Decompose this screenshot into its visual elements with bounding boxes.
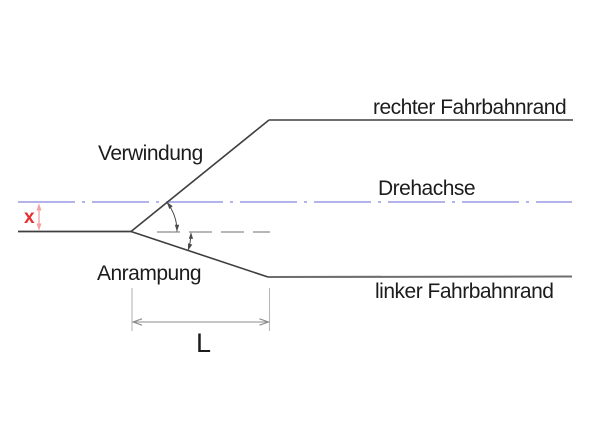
- x-height-label: x: [24, 207, 35, 228]
- dimension-arrowhead-left: [131, 318, 143, 326]
- angle-arc-large-top-arrowhead: [166, 201, 173, 209]
- rechter-fahrbahnrand-label: rechter Fahrbahnrand: [373, 96, 566, 119]
- angle-arc-small-bottom-arrowhead: [187, 243, 193, 251]
- linker-fahrbahnrand-line: [267, 275, 573, 278]
- angle-arc-large-bottom-arrowhead: [174, 224, 180, 232]
- verwindung-diagonal-line: [130, 119, 270, 233]
- drehachse-label: Drehachse: [378, 177, 475, 200]
- x-extent-arrow-top-arrowhead: [36, 203, 42, 211]
- length-L-label: L: [196, 328, 211, 358]
- angle-arc-small-top-arrowhead: [188, 232, 194, 239]
- dimension-arrowhead-right: [259, 318, 271, 326]
- anrampung-label: Anrampung: [97, 262, 201, 285]
- linker-fahrbahnrand-label: linker Fahrbahnrand: [375, 280, 553, 303]
- verwindung-label: Verwindung: [98, 142, 203, 165]
- anrampung-diagonal-line: [130, 230, 269, 278]
- x-extent-arrow-bottom-arrowhead: [36, 223, 42, 231]
